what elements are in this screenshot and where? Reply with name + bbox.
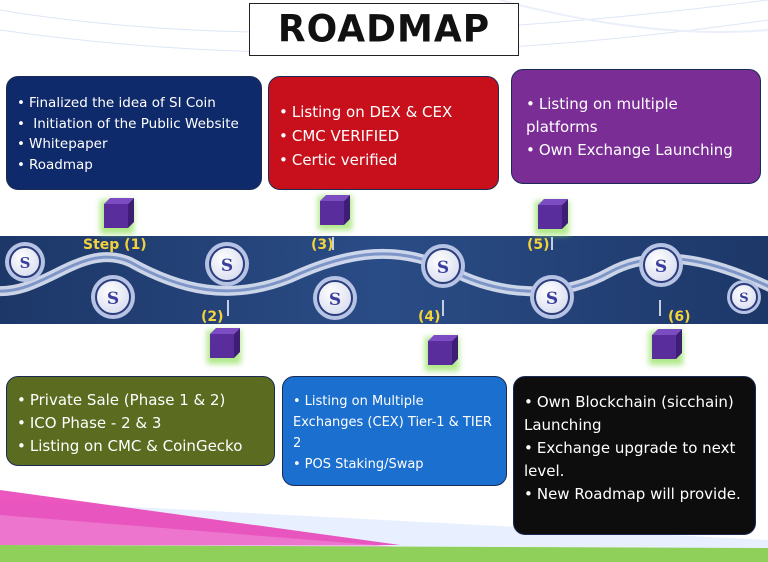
card-item: Own Blockchain (sicchain) Launching xyxy=(524,391,745,437)
roadmap-card-step-5: Listing on multiple platforms Own Exchan… xyxy=(511,69,761,184)
card-item: Own Exchange Launching xyxy=(526,139,750,162)
cube-icon xyxy=(100,198,134,234)
card-item: Whitepaper xyxy=(17,134,251,155)
svg-text:S: S xyxy=(655,257,667,277)
card-item: Initiation of the Public Website xyxy=(17,114,251,135)
coin-icon: S xyxy=(727,280,761,314)
coin-icon: S xyxy=(639,243,683,287)
card-item: Listing on CMC & CoinGecko xyxy=(17,435,264,458)
svg-text:S: S xyxy=(329,290,341,310)
cube-icon xyxy=(318,195,352,230)
cube-icon xyxy=(425,335,459,371)
roadmap-card-step-1: Finalized the idea of SI Coin Initiation… xyxy=(6,76,262,190)
coin-icon: S xyxy=(530,275,574,319)
coin-icon: S xyxy=(421,244,465,288)
page-title: ROADMAP xyxy=(277,7,491,52)
coin-icon: S xyxy=(205,242,249,286)
timeline-wave xyxy=(0,248,768,297)
roadmap-card-step-6: Own Blockchain (sicchain) Launching Exch… xyxy=(513,376,756,535)
card-item: Listing on Multiple Exchanges (CEX) Tier… xyxy=(293,391,496,454)
card-item: Listing on multiple platforms xyxy=(526,93,750,139)
card-item: POS Staking/Swap xyxy=(293,454,496,475)
cube-icon xyxy=(535,199,569,235)
cube-icon xyxy=(649,329,683,365)
card-item: New Roadmap will provide. xyxy=(524,483,745,506)
coin-icon: S xyxy=(5,242,45,282)
coin-icon: S xyxy=(313,276,357,320)
bottom-streaks xyxy=(0,490,768,562)
card-item: Roadmap xyxy=(17,155,251,176)
card-item: Exchange upgrade to next level. xyxy=(524,437,745,483)
card-item: Private Sale (Phase 1 & 2) xyxy=(17,389,264,412)
coin-icon: S xyxy=(91,275,135,319)
card-item: ICO Phase - 2 & 3 xyxy=(17,412,264,435)
roadmap-card-step-3: Listing on DEX & CEX CMC VERIFIED Certic… xyxy=(268,76,499,190)
step-label-1: Step (1) xyxy=(83,237,147,253)
svg-text:S: S xyxy=(107,289,119,309)
svg-text:S: S xyxy=(20,254,31,272)
roadmap-card-step-4: Listing on Multiple Exchanges (CEX) Tier… xyxy=(282,376,507,486)
svg-text:S: S xyxy=(546,289,558,309)
card-item: CMC VERIFIED xyxy=(279,124,488,148)
svg-text:S: S xyxy=(221,256,233,276)
step-label-3: (3) xyxy=(311,237,334,253)
step-label-6: (6) xyxy=(668,309,691,325)
step-label-5: (5) xyxy=(527,237,550,253)
svg-text:S: S xyxy=(739,291,748,306)
roadmap-card-step-2: Private Sale (Phase 1 & 2) ICO Phase - 2… xyxy=(6,376,275,466)
card-item: Finalized the idea of SI Coin xyxy=(17,93,251,114)
svg-text:S: S xyxy=(437,258,449,278)
step-label-2: (2) xyxy=(201,309,224,325)
step-label-4: (4) xyxy=(418,309,441,325)
card-item: Certic verified xyxy=(279,148,488,172)
timeline-pins xyxy=(227,237,661,316)
cube-icon xyxy=(207,328,241,364)
card-item: Listing on DEX & CEX xyxy=(279,100,488,124)
title-box: ROADMAP xyxy=(249,3,519,56)
